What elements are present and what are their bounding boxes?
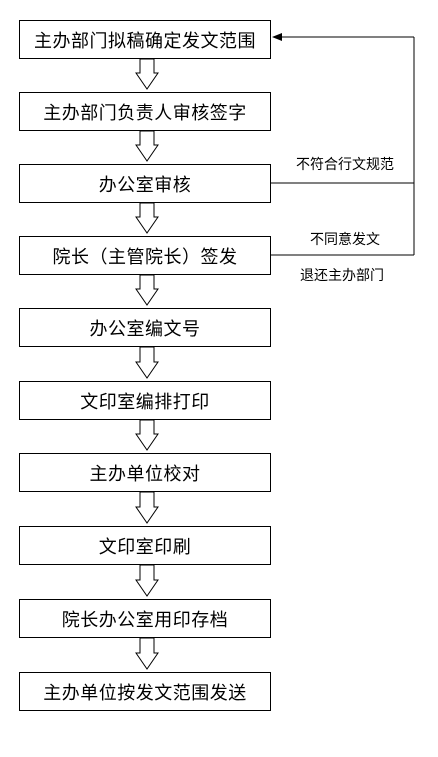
step-office-numbering: 办公室编文号: [19, 308, 271, 347]
hollow-arrow-8: [135, 564, 159, 597]
step-typesetting: 文印室编排打印: [19, 381, 271, 420]
label-noncompliant: 不符合行文规范: [296, 157, 394, 173]
hollow-arrow-2: [135, 130, 159, 162]
feedback-loop: [271, 33, 415, 256]
hollow-arrow-1: [135, 58, 159, 90]
step-distribution: 主办单位按发文范围发送: [19, 672, 271, 711]
label-return-to-dept: 退还主办部门: [300, 268, 384, 284]
step-drafting: 主办部门拟稿确定发文范围: [19, 20, 271, 59]
hollow-arrow-4: [135, 274, 159, 306]
step-dept-head-review: 主办部门负责人审核签字: [19, 92, 271, 131]
step-proofreading: 主办单位校对: [19, 453, 271, 492]
step-printing: 文印室印刷: [19, 526, 271, 565]
step-seal-archive: 院长办公室用印存档: [19, 599, 271, 638]
label-disagree: 不同意发文: [310, 232, 380, 248]
hollow-arrow-9: [135, 637, 159, 670]
hollow-arrow-5: [135, 346, 159, 379]
hollow-arrow-3: [135, 202, 159, 234]
hollow-arrow-7: [135, 491, 159, 524]
step-office-review: 办公室审核: [19, 164, 271, 203]
step-president-signoff: 院长（主管院长）签发: [19, 236, 271, 275]
hollow-arrow-6: [135, 419, 159, 451]
down-arrows: [135, 58, 159, 670]
